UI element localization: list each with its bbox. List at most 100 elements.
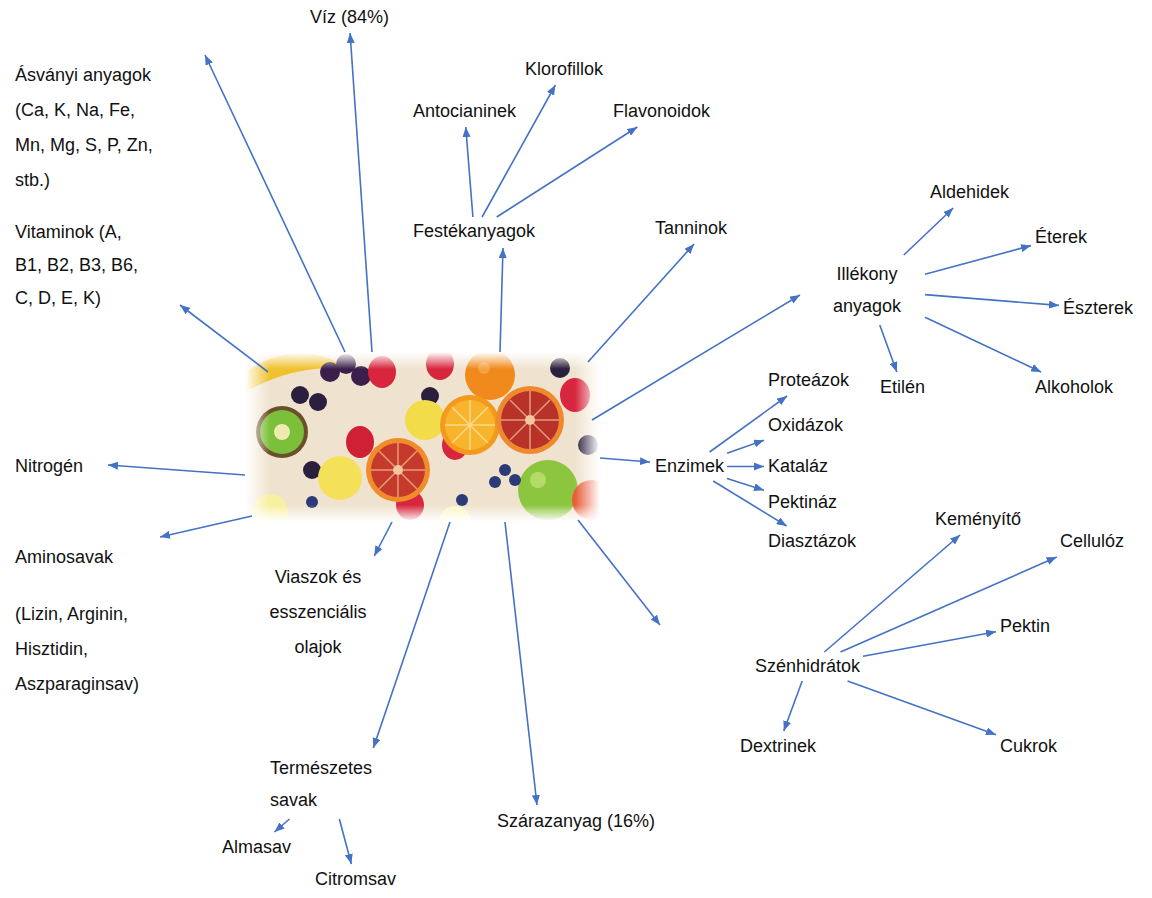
leader-arrow [160,516,252,537]
text-node: Enzimek [655,455,724,478]
node-text: Aldehidek [930,181,1009,204]
node-text: Éterek [1035,226,1087,249]
text-node: Természetes savak [270,752,390,816]
node-text: Viaszok és esszenciális olajok [258,560,378,665]
connector-arrow [339,819,351,864]
text-node: Etilén [880,376,925,399]
node-text: Festékanyagok [413,220,535,243]
node-text: Kataláz [768,455,828,478]
leader-arrow [108,465,245,475]
node-text: Alkoholok [1035,376,1113,399]
node-text: Almasav [222,836,291,859]
node-text: Illékony anyagok [812,258,922,322]
node-text: Pektin [1000,615,1050,638]
node-text: Citromsav [315,868,396,891]
connector-arrow [274,819,289,832]
node-text: Észterek [1063,297,1133,320]
connector-arrow [880,325,897,372]
node-text: Antocianinek [413,100,516,123]
node-text: Klorofillok [525,58,603,81]
text-node: Éterek [1035,226,1087,249]
connector-arrow [466,127,473,217]
leader-arrow [205,55,345,352]
connector-arrow [727,478,764,490]
node-text: (Lizin, Arginin, Hisztidin, Aszparaginsa… [15,597,155,702]
text-node: Tanninok [655,217,727,240]
connector-arrow [824,535,960,652]
text-node: Pektin [1000,615,1050,638]
connector-arrow [925,246,1031,275]
connector-arrow [925,295,1059,306]
text-node: Szárazanyag (16%) [497,810,655,833]
node-text: Víz (84%) [310,6,389,29]
text-node: Nitrogén [15,455,83,478]
text-node: Ásványi anyagok (Ca, K, Na, Fe, Mn, Mg, … [15,58,165,198]
node-text: Tanninok [655,217,727,240]
node-text: Vitaminok (A, B1, B2, B3, B6, C, D, E, K… [15,216,140,315]
leader-arrow [350,33,372,352]
text-node: Vitaminok (A, B1, B2, B3, B6, C, D, E, K… [15,216,140,315]
connector-arrow [863,632,996,656]
text-node: Cukrok [1000,735,1057,758]
node-text: Oxidázok [768,414,843,437]
node-text: Szárazanyag (16%) [497,810,655,833]
text-node: Antocianinek [413,100,516,123]
node-text: Természetes savak [270,752,390,816]
node-text: Aminosavak [15,545,155,569]
node-text: Szénhidrátok [755,655,860,678]
leader-arrow [373,522,450,748]
connector-arrow [727,440,764,453]
leader-arrow [600,458,650,462]
connector-arrow [904,208,953,255]
node-text: Ásványi anyagok (Ca, K, Na, Fe, Mn, Mg, … [15,58,165,198]
text-node: Illékony anyagok [812,258,922,322]
node-text: Proteázok [768,369,849,392]
text-node: Pektináz [768,491,837,514]
node-text: Cukrok [1000,735,1057,758]
node-text: Keményítő [935,508,1021,531]
text-node: Oxidázok [768,414,843,437]
leader-arrow [578,520,660,625]
node-text: Diasztázok [768,530,856,553]
leader-arrow [374,522,392,556]
text-node: Keményítő [935,508,1021,531]
node-text: Nitrogén [15,455,83,478]
text-node: Alkoholok [1035,376,1113,399]
text-node: Citromsav [315,868,396,891]
fruit-photo [245,348,612,538]
leader-arrow [592,295,800,420]
leader-arrow [500,248,503,352]
text-node: Proteázok [768,369,849,392]
node-text: Etilén [880,376,925,399]
node-text: Enzimek [655,455,724,478]
text-node: Klorofillok [525,58,603,81]
text-node: Festékanyagok [413,220,535,243]
connector-arrow [497,127,638,217]
text-node: Kataláz [768,455,828,478]
text-node: Viaszok és esszenciális olajok [258,560,378,665]
leader-arrow [180,305,268,372]
text-node: Cellulóz [1060,530,1124,553]
connector-arrow [727,466,764,468]
text-node: Almasav [222,836,291,859]
node-text: Pektináz [768,491,837,514]
connector-arrow [848,681,996,735]
text-node: Szénhidrátok [755,655,860,678]
text-node: Dextrinek [740,735,816,758]
node-text: Dextrinek [740,735,816,758]
connector-arrow [925,317,1041,372]
text-node: Észterek [1063,297,1133,320]
node-text: Flavonoidok [613,100,710,123]
leader-arrow [505,522,537,805]
text-node: Flavonoidok [613,100,710,123]
text-node: Aldehidek [930,181,1009,204]
text-node: Víz (84%) [310,6,389,29]
text-node: Diasztázok [768,530,856,553]
text-node: Aminosavak (Lizin, Arginin, Hisztidin, As… [15,545,155,702]
node-text: Cellulóz [1060,530,1124,553]
leader-arrow [588,244,694,362]
connector-arrow [784,681,802,731]
